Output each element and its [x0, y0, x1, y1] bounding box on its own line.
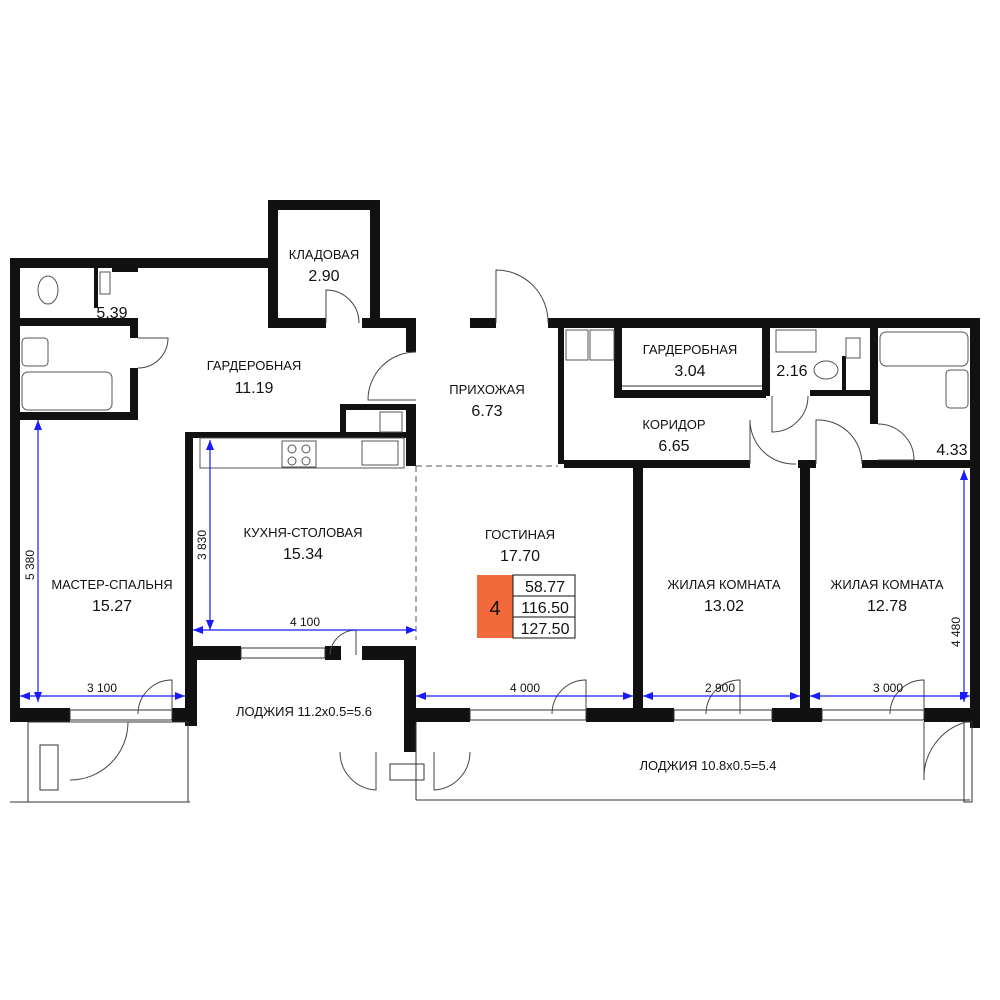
- doors: [69, 269, 967, 791]
- loggia2-label: ЛОДЖИЯ 10.8x0.5=5.4: [639, 758, 776, 773]
- master-name: МАСТЕР-СПАЛЬНЯ: [51, 577, 172, 592]
- hall-name: ПРИХОЖАЯ: [449, 382, 525, 397]
- dimension-labels: 4 100 3 830 5 380 3 100 4 000 2 900 3 00…: [23, 530, 963, 695]
- dimension-lines: [20, 420, 970, 702]
- storage-name: КЛАДОВАЯ: [289, 247, 359, 262]
- room1-area: 13.02: [704, 598, 744, 615]
- storage-area: 2.90: [308, 268, 339, 285]
- total-area-value: 116.50: [521, 600, 569, 617]
- room-labels: КЛАДОВАЯ 2.90 5.39 ГАРДЕРОБНАЯ 11.19 ПРИ…: [51, 247, 967, 773]
- wardrobe-small-area: 3.04: [674, 363, 705, 380]
- living-area-value: 58.77: [525, 579, 565, 596]
- living-area: 17.70: [500, 548, 540, 565]
- corridor-area: 6.65: [658, 438, 689, 455]
- area-summary: 4 58.77 116.50 127.50: [477, 574, 576, 639]
- loggia1-label: ЛОДЖИЯ 11.2x0.5=5.6: [236, 704, 372, 719]
- fixtures: [21, 271, 969, 469]
- rooms-count-badge: [477, 575, 513, 638]
- room1-name: ЖИЛАЯ КОМНАТА: [667, 577, 780, 592]
- dim-room2-height: 4 480: [949, 617, 963, 647]
- room2-name: ЖИЛАЯ КОМНАТА: [830, 577, 943, 592]
- room2-area: 12.78: [867, 598, 907, 615]
- kitchen-area: 15.34: [283, 546, 323, 563]
- wardrobe-main-name: ГАРДЕРОБНАЯ: [207, 358, 302, 373]
- walls: [10, 200, 980, 752]
- dim-master-width: 3 100: [87, 681, 117, 695]
- hall-area: 6.73: [471, 403, 502, 420]
- bath-left-area: 5.39: [96, 305, 127, 322]
- zone-borders: [415, 465, 558, 640]
- corridor-name: КОРИДОР: [642, 417, 705, 432]
- dim-master-height: 5 380: [23, 550, 37, 580]
- wardrobe-small-name: ГАРДЕРОБНАЯ: [643, 342, 738, 357]
- wardrobe-main-area: 11.19: [235, 380, 274, 397]
- rooms-count: 4: [489, 598, 500, 620]
- dim-room2-width: 3 000: [873, 681, 903, 695]
- dim-kitchen-height: 3 830: [195, 530, 209, 560]
- loggias: [10, 721, 973, 803]
- wc-area: 2.16: [776, 363, 807, 380]
- total-with-loggia-value: 127.50: [521, 621, 570, 638]
- kitchen-name: КУХНЯ-СТОЛОВАЯ: [244, 525, 363, 540]
- living-name: ГОСТИНАЯ: [485, 527, 555, 542]
- dim-room1-width: 2 900: [705, 681, 735, 695]
- master-area: 15.27: [92, 598, 132, 615]
- windows: [69, 647, 925, 721]
- dim-living-width: 4 000: [510, 681, 540, 695]
- bath-right-area: 4.33: [936, 442, 967, 459]
- dim-kitchen-width: 4 100: [290, 615, 320, 629]
